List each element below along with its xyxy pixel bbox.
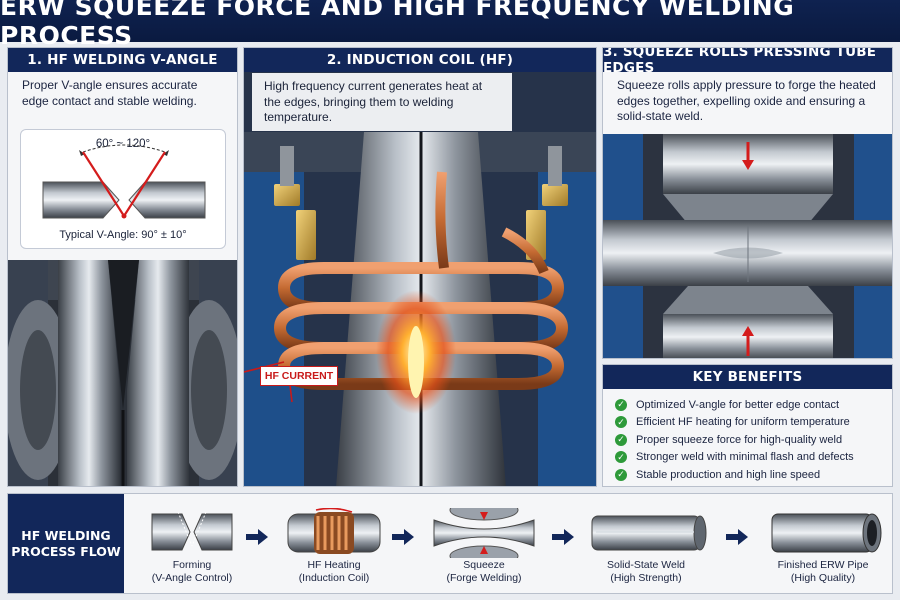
arrow-right-icon (552, 529, 574, 545)
arrow-right-icon (726, 529, 748, 545)
check-icon: ✓ (615, 416, 627, 429)
flow-step-title: Finished ERW Pipe (777, 559, 869, 571)
flow-step-subtitle: (High Quality) (790, 572, 856, 584)
panel-squeeze-rolls-description: Squeeze rolls apply pressure to forge th… (617, 78, 876, 123)
forming-icon (151, 511, 233, 551)
list-item: ✓Efficient HF heating for uniform temper… (615, 414, 882, 432)
induction-coil-photo (244, 72, 596, 486)
panel-induction-coil-heading: 2. INDUCTION COIL (HF) (244, 48, 596, 72)
panel-v-angle-heading: 1. HF WELDING V-ANGLE (8, 48, 237, 72)
arrow-right-icon (246, 529, 268, 545)
check-icon: ✓ (615, 398, 627, 411)
flow-step-solid-state-weld: Solid-State Weld(High Strength) (582, 494, 710, 593)
flow-step-title: Squeeze (463, 559, 505, 571)
benefit-list: ✓Optimized V-angle for better edge conta… (603, 389, 892, 484)
panel-v-angle: 1. HF WELDING V-ANGLE Proper V-angle ens… (7, 47, 238, 487)
typical-angle-label: Typical V-Angle: 90° ± 10° (59, 229, 187, 241)
flow-step-finished-pipe: Finished ERW Pipe(High Quality) (758, 494, 888, 593)
angle-range-label: 60° ~ 120° (95, 138, 151, 150)
list-item: ✓Optimized V-angle for better edge conta… (615, 396, 882, 414)
page-title: ERW SQUEEZE FORCE AND HIGH FREQUENCY WEL… (0, 0, 795, 50)
check-icon: ✓ (615, 468, 627, 481)
list-item: ✓Stable production and high line speed (615, 466, 882, 484)
squeeze-rolls-photo (603, 134, 892, 358)
flow-step-hf-heating: HF Heating(Induction Coil) (274, 494, 394, 593)
induction-coil-description: High frequency current generates heat at… (252, 73, 512, 131)
panel-key-benefits: KEY BENEFITS ✓Optimized V-angle for bett… (602, 364, 893, 487)
flow-step-forming: Forming(V-Angle Control) (132, 494, 252, 593)
key-benefits-heading: KEY BENEFITS (603, 365, 892, 389)
panel-squeeze-rolls: 3. SQUEEZE ROLLS PRESSING TUBE EDGES Squ… (602, 47, 893, 359)
flow-step-subtitle: (High Strength) (610, 572, 682, 584)
welded-tube-icon (591, 515, 707, 551)
finished-pipe-icon (771, 513, 882, 553)
v-angle-drawing (42, 144, 206, 219)
squeeze-icon (433, 508, 535, 558)
flow-step-subtitle: (Forge Welding) (446, 572, 522, 584)
flow-step-squeeze: Squeeze(Forge Welding) (422, 494, 546, 593)
flow-step-title: Solid-State Weld (606, 559, 685, 571)
v-angle-photo (8, 260, 237, 486)
panel-induction-coil: 2. INDUCTION COIL (HF) High frequency cu… (243, 47, 597, 487)
panel-squeeze-rolls-heading: 3. SQUEEZE ROLLS PRESSING TUBE EDGES (603, 48, 892, 76)
flow-step-subtitle: (Induction Coil) (298, 572, 370, 584)
arrow-right-icon (392, 529, 414, 545)
hf-current-callout: HF CURRENT (260, 366, 338, 386)
induction-coil-icon (287, 508, 381, 554)
check-icon: ✓ (615, 451, 627, 464)
flow-step-title: Forming (172, 559, 212, 571)
panel-v-angle-description: Proper V-angle ensures accurate edge con… (22, 78, 198, 108)
list-item: ✓Proper squeeze force for high-quality w… (615, 431, 882, 449)
check-icon: ✓ (615, 433, 627, 446)
v-angle-diagram: 60° ~ 120° Typical V-Angle: 90° ± 10° (20, 129, 226, 249)
flow-step-subtitle: (V-Angle Control) (151, 572, 233, 584)
flow-step-title: HF Heating (307, 559, 361, 571)
list-item: ✓Stronger weld with minimal flash and de… (615, 449, 882, 467)
title-bar: ERW SQUEEZE FORCE AND HIGH FREQUENCY WEL… (0, 0, 900, 50)
